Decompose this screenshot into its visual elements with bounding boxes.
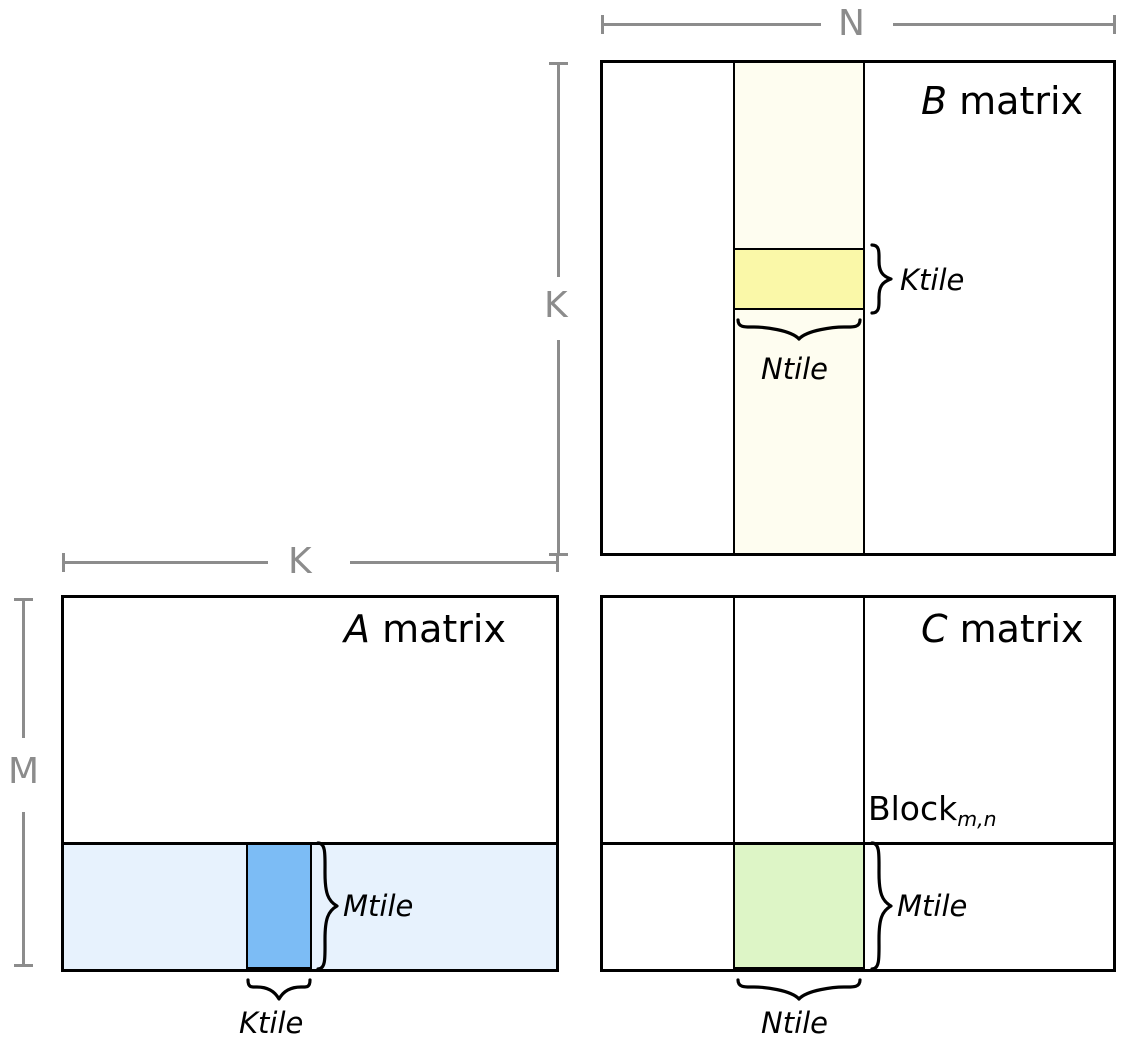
matrix-a-label-rest: matrix <box>370 607 506 651</box>
matrix-c-block-label: Blockm,n <box>868 789 997 829</box>
k-horiz-dim-label: K <box>288 541 312 582</box>
matrix-c-ntile-brace <box>736 977 862 1003</box>
matrix-c-mtile-brace <box>869 841 895 971</box>
k-vert-dim-label: K <box>544 285 568 326</box>
m-dim-line-top <box>22 598 25 738</box>
matrix-b-label: B matrix <box>921 82 1083 120</box>
k-vert-dim-line-bottom <box>557 340 560 556</box>
n-dim-line-left <box>601 23 821 26</box>
matrix-c-divider-right <box>863 598 865 969</box>
k-horiz-dim-line-left <box>62 561 268 564</box>
matrix-c-divider-left <box>733 598 735 969</box>
matrix-a-box <box>61 595 559 972</box>
k-horiz-dim-line-right <box>350 561 558 564</box>
matrix-a-tile <box>246 843 312 969</box>
matrix-b-box <box>600 60 1116 556</box>
matrix-b-ktile-brace <box>869 243 895 315</box>
m-dim-line-bottom <box>22 812 25 967</box>
m-dim-label: M <box>8 751 40 792</box>
matrix-c-block-label-sub: m,n <box>957 807 997 832</box>
matrix-b-tile <box>733 248 865 310</box>
n-dim-tick-right <box>1113 15 1116 34</box>
matrix-b-ktile-label: Ktile <box>900 263 965 297</box>
matrix-a-mtile-brace <box>315 841 341 971</box>
matrix-b-label-var: B <box>921 79 948 123</box>
k-vert-dim-line-top <box>557 62 560 277</box>
matrix-c-block-label-base: Block <box>868 789 958 828</box>
matrix-c-ntile-label: Ntile <box>761 1006 829 1040</box>
matrix-c-tile <box>733 843 865 969</box>
matrix-a-ktile-brace <box>246 977 312 1003</box>
matrix-a-mtile-label: Mtile <box>343 889 414 923</box>
matrix-c-mtile-label: Mtile <box>897 889 968 923</box>
matrix-a-ktile-label: Ktile <box>239 1006 304 1040</box>
n-dim-line-right <box>893 23 1115 26</box>
matrix-c-label: C matrix <box>921 610 1084 648</box>
matrix-a-label: A matrix <box>344 610 506 648</box>
matrix-b-ntile-label: Ntile <box>761 352 829 386</box>
matrix-a-label-var: A <box>344 607 370 651</box>
matrix-b-label-rest: matrix <box>947 79 1084 123</box>
n-dim-label: N <box>838 3 865 44</box>
matrix-c-label-rest: matrix <box>947 607 1084 651</box>
matrix-c-box <box>600 595 1116 972</box>
matrix-c-label-var: C <box>921 607 948 651</box>
m-dim-tick-bottom <box>14 964 33 967</box>
matrix-b-ntile-brace <box>736 317 862 343</box>
k-horiz-dim-tick-right <box>556 553 559 572</box>
